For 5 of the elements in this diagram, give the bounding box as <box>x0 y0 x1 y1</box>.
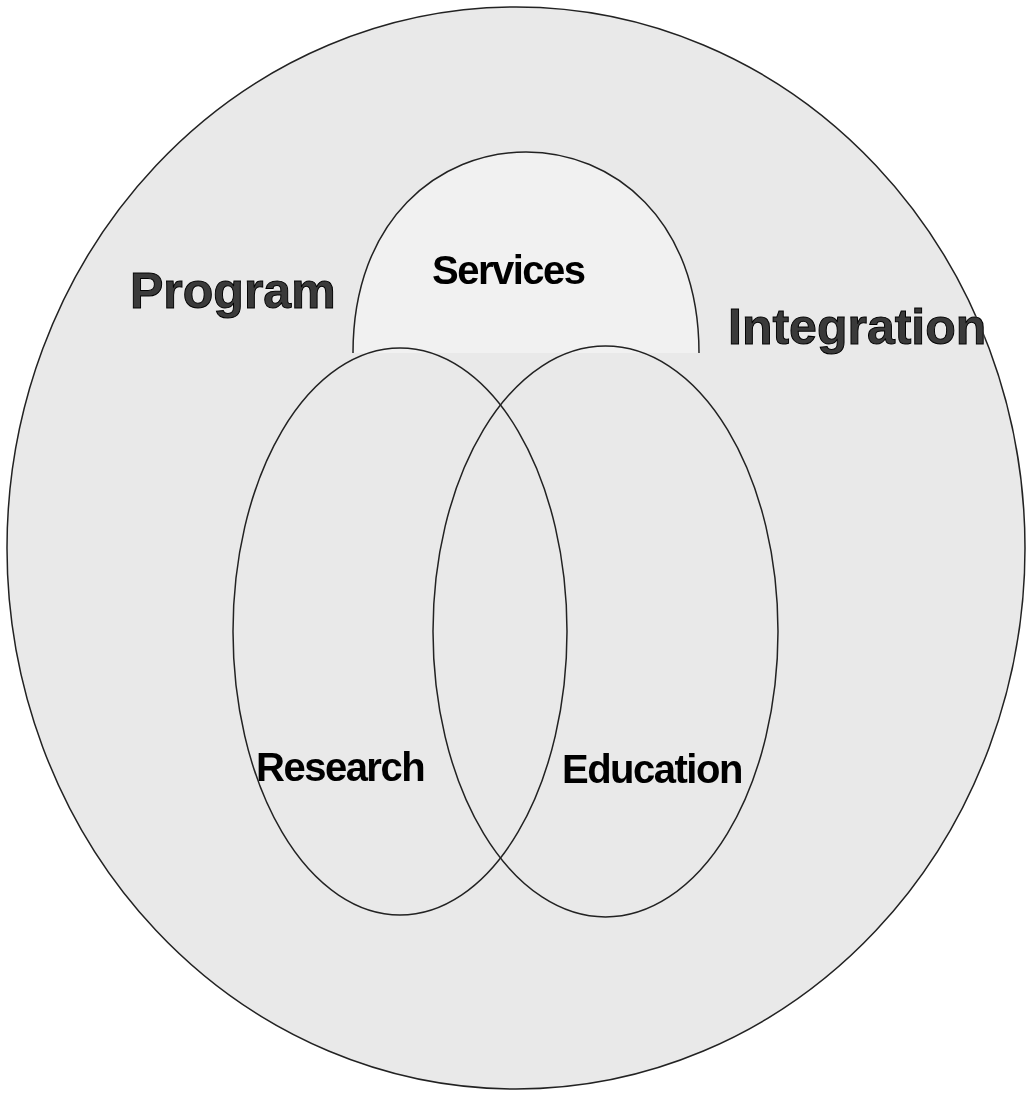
outlined-label: Integration <box>728 298 987 356</box>
circle-label: Services <box>432 248 585 293</box>
outlined-label: Program <box>130 262 336 320</box>
circle-label: Education <box>562 747 742 792</box>
circle-label: Research <box>256 745 425 790</box>
